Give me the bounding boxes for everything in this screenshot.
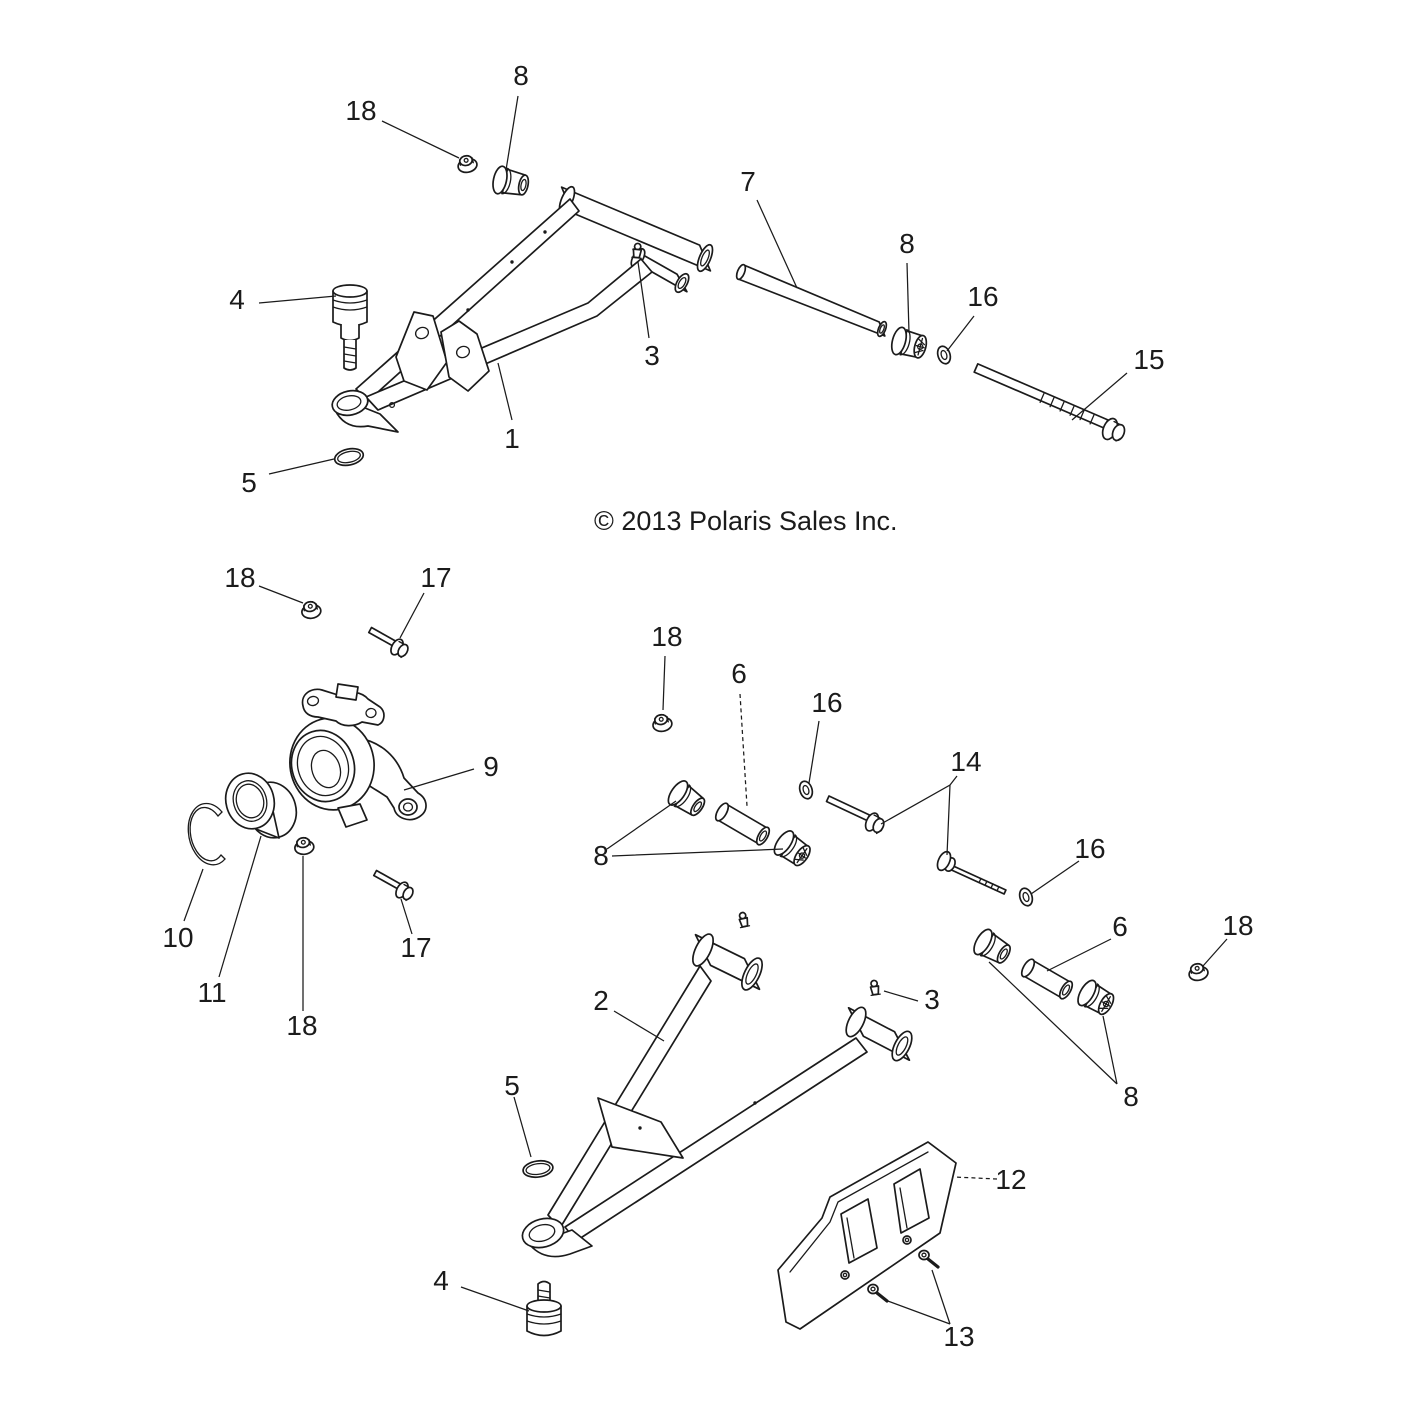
callout-12: 12	[995, 1164, 1027, 1195]
callout-1: 1	[504, 423, 520, 454]
callout-7: 7	[740, 166, 756, 197]
callout-6: 6	[731, 658, 747, 689]
lower-ball-joint	[526, 1280, 562, 1337]
grease-fittings	[631, 242, 882, 997]
knuckle-bolts	[367, 626, 414, 902]
wheel-bearing	[224, 772, 298, 839]
callout-17: 17	[400, 932, 432, 963]
copyright-text: © 2013 Polaris Sales Inc.	[594, 506, 898, 536]
a-arm-guard	[777, 1141, 957, 1330]
callout-8: 8	[1123, 1081, 1139, 1112]
lower-a-arm	[521, 933, 913, 1258]
callout-18: 18	[345, 95, 377, 126]
pivot-tube	[735, 263, 888, 338]
callout-3: 3	[644, 340, 660, 371]
callout-8: 8	[593, 840, 609, 871]
upper-a-arm	[331, 185, 714, 433]
callout-8: 8	[899, 228, 915, 259]
callout-11: 11	[197, 977, 227, 1008]
callout-6: 6	[1112, 911, 1128, 942]
callout-18: 18	[286, 1010, 318, 1041]
callout-16: 16	[967, 281, 999, 312]
callout-3: 3	[924, 984, 940, 1015]
spacer-tubes	[714, 802, 1074, 1000]
callout-18: 18	[1222, 910, 1254, 941]
callout-18: 18	[651, 621, 683, 652]
callout-17: 17	[420, 562, 452, 593]
callout-5: 5	[504, 1070, 520, 1101]
callout-16: 16	[1074, 833, 1106, 864]
steering-knuckle	[289, 683, 427, 828]
snap-ring	[187, 802, 226, 866]
upper-ball-joint	[332, 284, 368, 371]
pivot-bolts	[825, 795, 1007, 895]
long-bolt	[973, 363, 1126, 442]
lower-o-ring	[522, 1159, 554, 1179]
washers	[796, 343, 1036, 909]
callout-9: 9	[483, 751, 499, 782]
callout-5: 5	[241, 467, 257, 498]
callout-18: 18	[224, 562, 256, 593]
callout-2: 2	[593, 985, 609, 1016]
callout-4: 4	[433, 1265, 449, 1296]
callout-16: 16	[811, 687, 843, 718]
callout-14: 14	[950, 746, 982, 777]
leader-lines	[183, 95, 1228, 1325]
callout-4: 4	[229, 284, 245, 315]
upper-o-ring	[333, 447, 365, 467]
callout-15: 15	[1133, 344, 1165, 375]
callout-10: 10	[162, 922, 194, 953]
callout-13: 13	[943, 1321, 975, 1352]
callout-8: 8	[513, 60, 529, 91]
